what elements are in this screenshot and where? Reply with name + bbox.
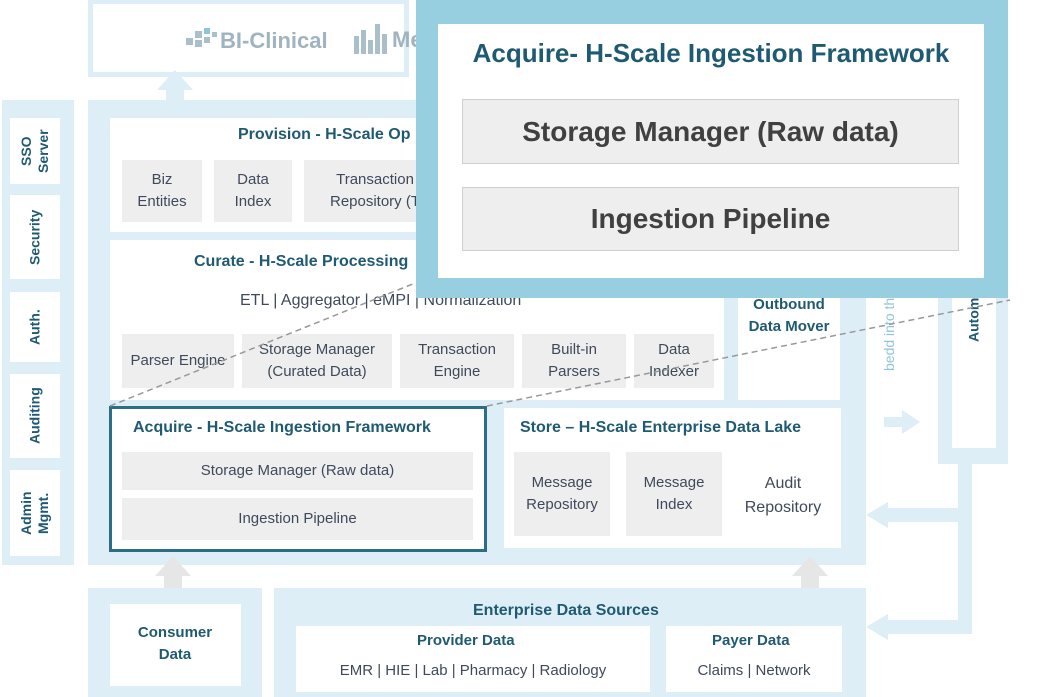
- store-cell-message-index: Message Index: [626, 452, 722, 536]
- acquire-cell-storage-manager: Storage Manager (Raw data): [122, 452, 473, 490]
- store-cell-audit-repository: Audit Repository: [744, 475, 822, 516]
- sources-up-shaft: [801, 574, 819, 588]
- curate-cell-data-indexer: Data Indexer: [634, 334, 714, 388]
- logo-arrow-head: [157, 70, 193, 90]
- bi-clinical-text: BI-Clinical: [220, 28, 328, 53]
- curate-cell-storage-manager: Storage Manager (Curated Data): [242, 334, 392, 388]
- provider-title: Provider Data: [417, 632, 515, 649]
- store-title: Store – H-Scale Enterprise Data Lake: [520, 419, 802, 436]
- provider-items: EMR | HIE | Lab | Pharmacy | Radiology: [339, 662, 607, 679]
- zoom-title: Acquire- H-Scale Ingestion Framework: [472, 38, 950, 68]
- consumer-data-label: Consumer Data: [137, 624, 213, 663]
- provision-cell-transaction-repository: Transaction Repository (T: [304, 160, 434, 222]
- zoom-cell-storage-manager: Storage Manager (Raw data): [462, 99, 959, 164]
- connector-right: [866, 464, 1008, 664]
- sources-up-arrow: [792, 556, 828, 576]
- automation-card: [952, 280, 996, 448]
- payer-title: Payer Data: [712, 632, 790, 649]
- curate-cell-built-in-parsers: Built-in Parsers: [522, 334, 626, 388]
- provision-cell-data-index: Data Index: [214, 160, 292, 222]
- consumer-up-shaft: [164, 574, 182, 588]
- bi-clinical-logo: BI-Clinical: [186, 24, 346, 58]
- curate-cell-transaction-engine: Transaction Engine: [400, 334, 514, 388]
- bi-clinical-logo-icon: [186, 28, 217, 47]
- curate-title: Curate - H-Scale Processing: [194, 253, 409, 270]
- right-arrow: [884, 410, 920, 434]
- logo-arrow-shaft: [166, 90, 184, 102]
- outbound-data-mover: Outbound Data Mover: [748, 296, 830, 335]
- provision-title: Provision - H-Scale Op: [238, 126, 411, 143]
- consumer-card: [110, 604, 241, 686]
- acquire-cell-ingestion-pipeline: Ingestion Pipeline: [122, 498, 473, 540]
- zoom-cell-ingestion-pipeline: Ingestion Pipeline: [462, 187, 959, 251]
- payer-card: [666, 626, 842, 692]
- provision-cell-biz-entities: Biz Entities: [122, 160, 202, 222]
- acquire-title: Acquire - H-Scale Ingestion Framework: [133, 419, 431, 436]
- consumer-up-arrow: [155, 556, 191, 576]
- store-cell-message-repository: Message Repository: [514, 452, 610, 536]
- medictiv-logo-icon: [354, 24, 387, 54]
- payer-items: Claims | Network: [697, 662, 811, 679]
- sources-title: Enterprise Data Sources: [473, 602, 659, 619]
- provider-card: [296, 626, 650, 692]
